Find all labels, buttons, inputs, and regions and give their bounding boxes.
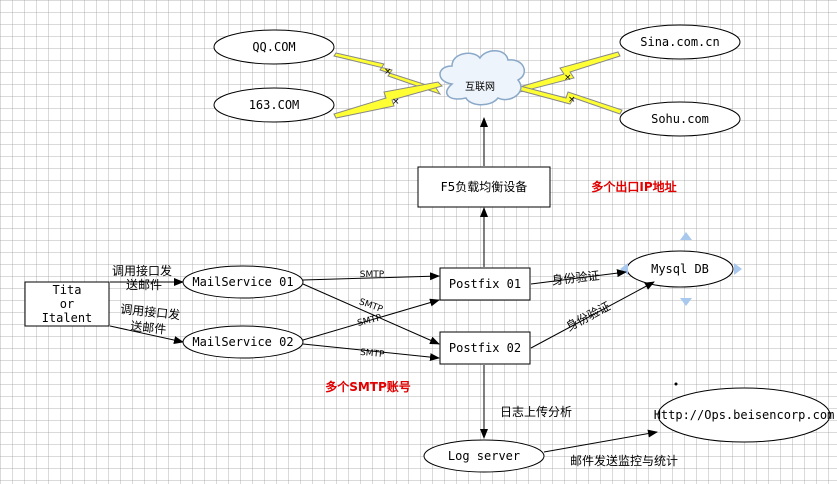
multi-ip-note: 多个出口IP地址	[591, 179, 676, 194]
svg-text:×: ×	[564, 73, 572, 83]
auth-label-2: 身份验证	[563, 298, 612, 334]
163-label: 163.COM	[249, 98, 300, 112]
qq-label: QQ.COM	[252, 40, 295, 54]
smtp-ms2-pf2	[302, 343, 440, 362]
svg-text:×: ×	[392, 97, 400, 107]
tita-node: Tita or Italent	[24, 281, 110, 327]
call-label-1a: 调用接口发	[112, 263, 172, 278]
logserver-label: Log server	[448, 449, 520, 463]
sina-node: Sina.com.cn	[619, 24, 741, 60]
mysql-label: Mysql DB	[651, 262, 709, 276]
mysql-node: Mysql DB	[626, 250, 734, 288]
ops-node: Http://Ops.beisencorp.com	[654, 387, 835, 443]
qq-node: QQ.COM	[213, 29, 335, 65]
tita-to-ms2-arrow	[109, 325, 184, 344]
smtp-ms1-pf2	[302, 283, 440, 345]
postfix1-node: Postfix 01	[439, 267, 531, 301]
logserver-node: Log server	[423, 439, 545, 473]
tita-line1: Tita	[53, 283, 82, 297]
log-to-ops-arrow	[543, 429, 658, 453]
lightning-163: ×	[333, 81, 443, 119]
mailservice2-node: MailService 02	[182, 325, 304, 359]
smtp-label-2: SMTP	[358, 297, 385, 315]
monitor-label: 邮件发送监控与统计	[570, 453, 678, 468]
lightning-sina: ×	[515, 51, 621, 93]
svg-text:×: ×	[568, 95, 576, 105]
smtp-label-3: SMTP	[356, 313, 383, 329]
smtp-label-4: SMTP	[360, 348, 386, 360]
auth-pf1-mysql	[530, 269, 627, 285]
smtp-ms1-pf1	[302, 272, 440, 281]
log-upload-label: 日志上传分析	[500, 404, 572, 419]
multi-smtp-note: 多个SMTP账号	[325, 379, 411, 394]
tita-line3: Italent	[42, 311, 93, 325]
dot-marker	[674, 382, 678, 386]
sohu-label: Sohu.com	[651, 112, 709, 126]
internet-cloud: 互联网	[439, 50, 526, 106]
auth-pf2-mysql	[530, 281, 655, 349]
ops-label: Http://Ops.beisencorp.com	[654, 408, 835, 422]
lightning-qq: ×	[333, 52, 442, 95]
mailservice1-label: MailService 01	[192, 275, 293, 289]
postfix2-label: Postfix 02	[449, 341, 521, 355]
sina-label: Sina.com.cn	[640, 35, 719, 49]
tita-line2: or	[60, 297, 74, 311]
smtp-label-1: SMTP	[360, 270, 385, 280]
163-node: 163.COM	[213, 87, 335, 123]
mailservice2-label: MailService 02	[192, 335, 293, 349]
smtp-ms2-pf1	[302, 298, 440, 341]
internet-label: 互联网	[465, 81, 495, 93]
postfix2-node: Postfix 02	[439, 331, 531, 365]
sohu-node: Sohu.com	[619, 101, 741, 137]
postfix1-label: Postfix 01	[449, 277, 521, 291]
mailservice1-node: MailService 01	[182, 265, 304, 299]
call-label-2a: 调用接口发	[120, 301, 181, 322]
f5-label: F5负载均衡设备	[441, 180, 528, 194]
lightning-sohu: ×	[517, 85, 623, 115]
svg-text:×: ×	[384, 67, 392, 77]
selection-handles	[620, 232, 742, 306]
f5-node: F5负载均衡设备	[417, 166, 551, 208]
call-label-1b: 送邮件	[126, 277, 162, 292]
auth-label-1: 身份验证	[551, 268, 600, 288]
